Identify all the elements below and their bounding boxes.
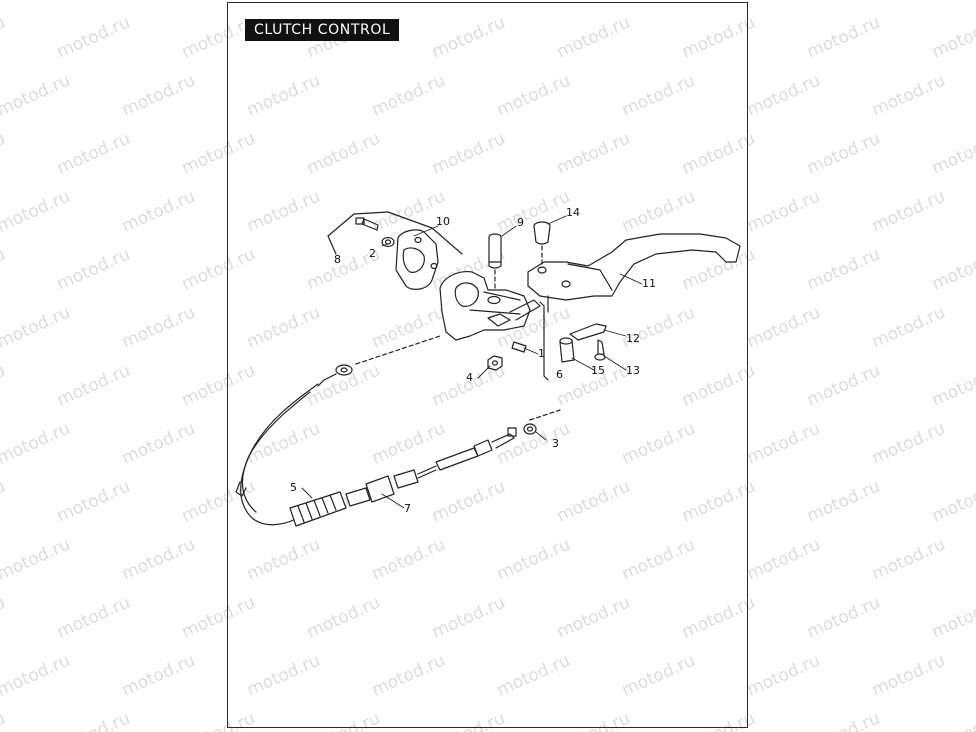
screw-part-13 [594, 339, 606, 361]
group-bracket-6 [539, 301, 549, 381]
callout-8: 8 [334, 253, 341, 266]
pivot-pin-part-9 [488, 233, 502, 269]
washer-part-3 [523, 423, 537, 435]
sleeve-part-15 [559, 337, 575, 363]
callout-15: 15 [591, 364, 605, 377]
callout-9: 9 [517, 216, 524, 229]
callout-1: 1 [538, 347, 545, 360]
nut-part-4 [487, 355, 503, 371]
lever-bracket-housing [439, 271, 541, 341]
set-screw-part-1 [511, 341, 527, 353]
clip-part-12 [569, 323, 607, 341]
callout-7: 7 [404, 502, 411, 515]
bushing-part-14 [533, 221, 551, 245]
callout-4: 4 [466, 371, 473, 384]
callout-labels: 1 2 3 4 5 6 7 8 9 10 11 12 13 14 15 [290, 206, 656, 515]
clutch-lever-part-11 [527, 233, 741, 313]
callout-14: 14 [566, 206, 580, 219]
diagram-frame [227, 2, 748, 728]
callout-13: 13 [626, 364, 640, 377]
callout-11: 11 [642, 277, 656, 290]
callout-3: 3 [552, 437, 559, 450]
cable-boot [289, 491, 347, 527]
callout-10: 10 [436, 215, 450, 228]
callout-12: 12 [626, 332, 640, 345]
cable-adjuster-part-7 [345, 465, 437, 507]
watermark-text: motod.ru [0, 709, 8, 732]
cable-end-fitting [435, 427, 517, 471]
callout-2: 2 [369, 247, 376, 260]
clamp-part-10 [395, 229, 439, 290]
callout-5: 5 [290, 481, 297, 494]
page-title: CLUTCH CONTROL [245, 19, 400, 41]
bolt-part-8 [355, 217, 379, 231]
callout-leaders [301, 215, 643, 509]
group-bracket-8-10 [327, 211, 463, 255]
callout-6: 6 [556, 368, 563, 381]
clutch-cable-part-5 [235, 364, 353, 526]
